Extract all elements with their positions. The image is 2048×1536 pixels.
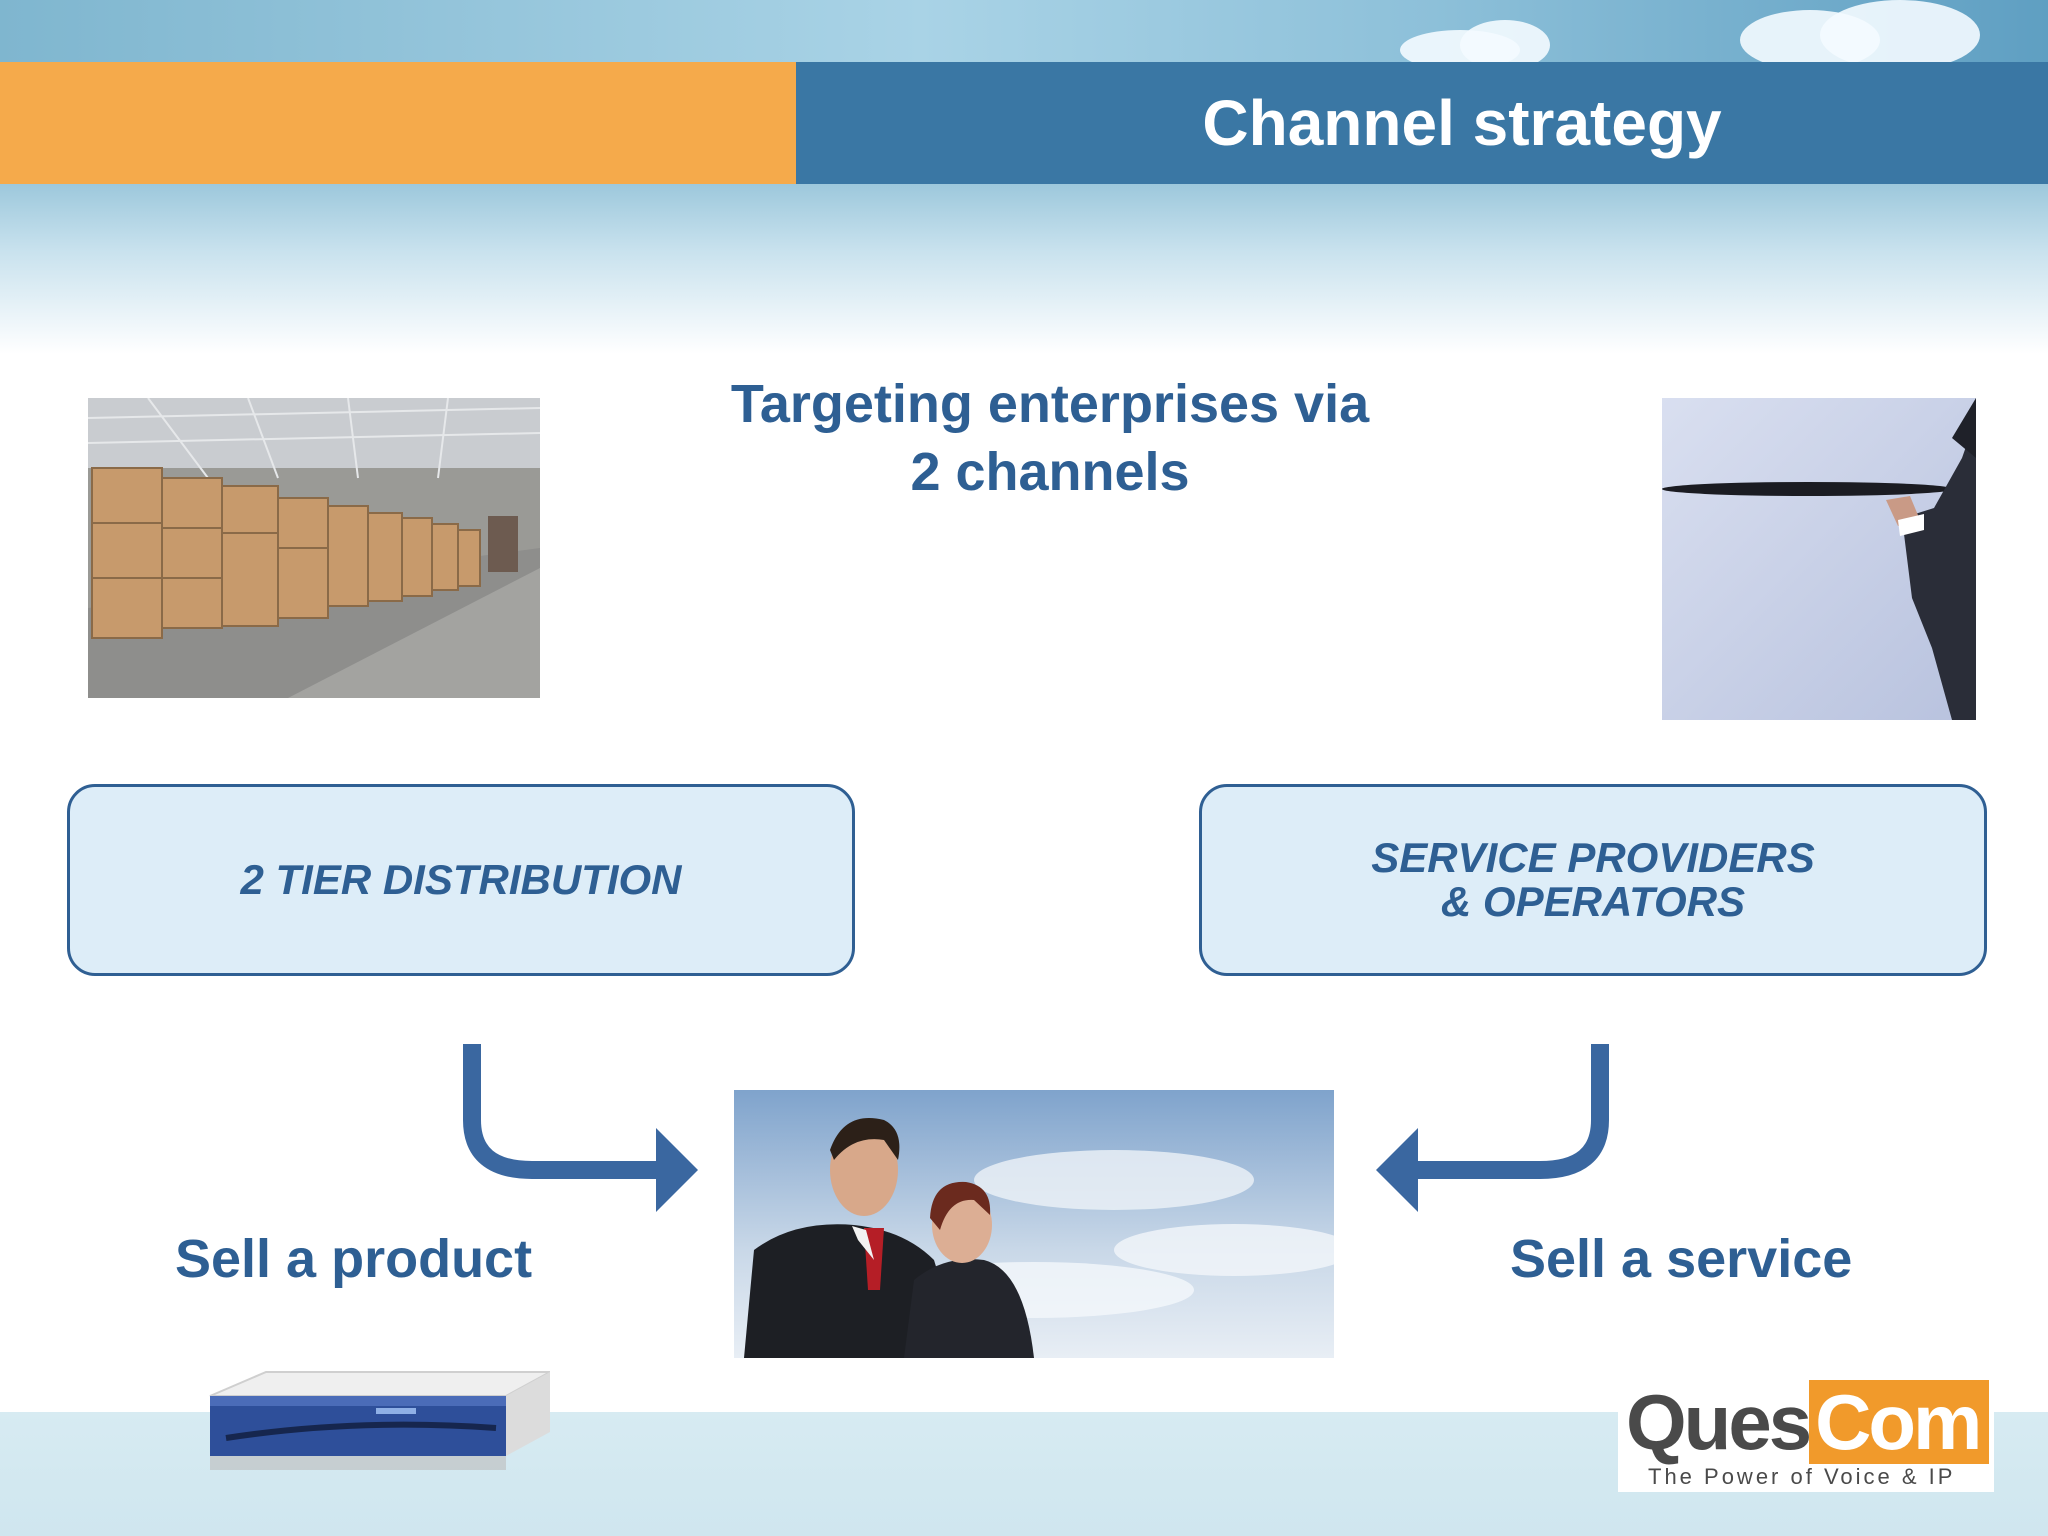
channel-service-line-1: SERVICE PROVIDERS: [1371, 834, 1815, 881]
header-orange-bar: [0, 62, 796, 184]
sell-product-label: Sell a product: [175, 1229, 533, 1289]
business-people-photo: [734, 1090, 1334, 1358]
subtitle-line-1: Targeting enterprises via: [730, 374, 1370, 434]
sky-banner: [0, 0, 2048, 62]
right-curved-arrow-icon: [1376, 1044, 1609, 1212]
channel-distribution-label: 2 TIER DISTRIBUTION: [240, 856, 682, 903]
logo-name-part-1: Ques: [1626, 1378, 1812, 1466]
logo-tagline: The Power of Voice & IP: [1648, 1464, 1956, 1489]
subtitle-line-2: 2 channels: [910, 442, 1190, 502]
left-curved-arrow-icon: [463, 1044, 698, 1212]
channel-box-distribution: 2 TIER DISTRIBUTION: [67, 784, 855, 976]
header-blue-bar: [796, 62, 2048, 184]
slide-subtitle: Targeting enterprises via 2 channels: [640, 370, 1460, 506]
quescom-logo: QuesCom The Power of Voice & IP: [1618, 1372, 1994, 1492]
hardware-device-image: [206, 1368, 550, 1488]
warehouse-photo: [88, 398, 540, 698]
service-waiter-photo: [1662, 398, 1976, 720]
slide-title: Channel strategy: [1202, 87, 1722, 159]
logo-name-part-2: Com: [1809, 1380, 1990, 1464]
channel-service-line-2: & OPERATORS: [1440, 878, 1746, 925]
channel-box-service-providers: SERVICE PROVIDERS & OPERATORS: [1199, 784, 1987, 976]
sell-service-label: Sell a service: [1510, 1229, 1853, 1289]
header-gradient: [0, 184, 2048, 354]
